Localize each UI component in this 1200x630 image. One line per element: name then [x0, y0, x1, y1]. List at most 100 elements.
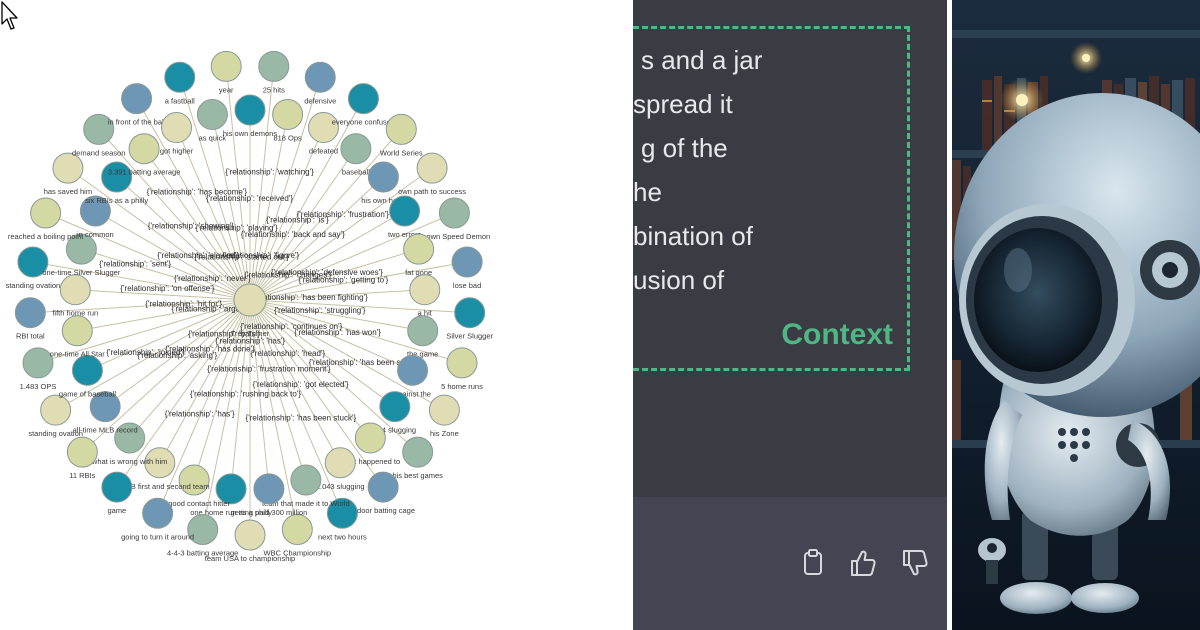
graph-node-label: 1.483 OPS — [20, 382, 57, 391]
graph-node[interactable] — [30, 197, 62, 229]
graph-node[interactable] — [161, 112, 193, 144]
relation-label: {'relationship': 'has been stuck'} — [246, 413, 357, 422]
graph-node[interactable] — [416, 152, 448, 184]
graph-node[interactable] — [144, 447, 176, 479]
graph-edge — [116, 299, 251, 488]
graph-node[interactable] — [210, 50, 242, 82]
graph-node[interactable] — [164, 61, 196, 93]
graph-node[interactable] — [428, 394, 460, 426]
graph-node[interactable] — [142, 497, 174, 529]
graph-node-label: has saved him — [44, 187, 92, 196]
graph-node-label: baseball — [342, 168, 370, 177]
graph-node[interactable] — [101, 161, 133, 193]
graph-edge — [55, 299, 251, 411]
graph-edge — [81, 248, 251, 301]
graph-node[interactable] — [367, 471, 399, 503]
graph-node-label: Silver Slugger — [446, 332, 493, 341]
graph-node[interactable] — [114, 422, 146, 454]
graph-node[interactable] — [83, 113, 115, 145]
graph-node[interactable] — [89, 391, 121, 423]
relation-label: {'relationship': 'has'} — [165, 409, 235, 418]
relation-label: {'relationship': 'joined'} — [106, 348, 184, 357]
graph-node[interactable] — [234, 94, 266, 126]
graph-node[interactable] — [121, 83, 153, 115]
graph-node[interactable] — [101, 471, 133, 503]
graph-node[interactable] — [253, 473, 285, 505]
graph-edge — [249, 261, 468, 301]
graph-edge — [129, 299, 251, 439]
graph-edge — [249, 66, 275, 301]
graph-node-label: one-time All Star — [50, 350, 106, 359]
graph-node[interactable] — [379, 391, 411, 423]
graph-node[interactable] — [234, 519, 266, 551]
graph-node-label: defeated — [309, 147, 338, 156]
graph-node[interactable] — [367, 161, 399, 193]
graph-node[interactable] — [451, 246, 483, 278]
relation-label: {'relationship': 'back and say'} — [241, 230, 345, 239]
graph-node[interactable] — [79, 195, 111, 227]
relation-label: {'relationship': 'slowed'} — [157, 251, 239, 260]
knowledge-graph[interactable]: {'relationship': 'has been fighting'}{'r… — [0, 0, 632, 630]
graph-node[interactable] — [17, 246, 49, 278]
graph-node[interactable] — [59, 274, 91, 306]
graph-node[interactable] — [326, 497, 358, 529]
graph-node[interactable] — [347, 83, 379, 115]
graph-node-label: got higher — [160, 147, 194, 156]
graph-node[interactable] — [354, 422, 386, 454]
knowledge-graph-panel: {'relationship': 'has been fighting'}{'r… — [0, 0, 633, 630]
graph-node-label: his own head — [361, 196, 405, 205]
graph-node-label: six RBIs as a philly — [85, 196, 148, 205]
graph-node[interactable] — [446, 347, 478, 379]
graph-node[interactable] — [258, 50, 290, 82]
graph-node[interactable] — [438, 197, 470, 229]
graph-node[interactable] — [40, 394, 72, 426]
response-line-5: bination of — [633, 221, 753, 251]
graph-edge — [249, 77, 321, 301]
graph-node[interactable] — [389, 195, 421, 227]
graph-node[interactable] — [215, 473, 247, 505]
graph-center-node[interactable] — [233, 283, 267, 317]
graph-edge — [249, 114, 289, 301]
graph-node-label: as quick — [199, 133, 227, 142]
relation-label: {'relationship': 'figure'} — [222, 251, 299, 260]
graph-node[interactable] — [178, 464, 210, 496]
graph-node[interactable] — [304, 61, 336, 93]
thumbs-up-icon[interactable] — [849, 548, 877, 578]
graph-node[interactable] — [385, 113, 417, 145]
copy-icon[interactable] — [799, 548, 827, 578]
graph-node[interactable] — [187, 514, 219, 546]
relation-label: {'relationship': 'showing'} — [148, 221, 234, 230]
graph-node-label: 4-4-3 batting average — [167, 549, 238, 558]
graph-edges — [30, 66, 470, 535]
graph-node-label: 818 Ops — [273, 133, 302, 142]
chat-footer — [633, 497, 947, 630]
graph-node-label: next two hours — [318, 532, 367, 541]
response-line-4: he — [633, 177, 662, 207]
graph-node[interactable] — [454, 297, 486, 329]
graph-edge — [249, 299, 445, 411]
graph-node[interactable] — [397, 354, 429, 386]
graph-node[interactable] — [324, 447, 356, 479]
graph-node[interactable] — [22, 347, 54, 379]
graph-node[interactable] — [52, 152, 84, 184]
relation-label: {'relationship': 'never'} — [174, 274, 251, 283]
graph-node[interactable] — [14, 297, 46, 329]
graph-node[interactable] — [281, 514, 313, 546]
graph-node[interactable] — [196, 98, 228, 130]
graph-node[interactable] — [403, 233, 435, 265]
graph-node[interactable] — [340, 133, 372, 165]
panel-divider — [947, 0, 952, 630]
graph-node[interactable] — [402, 436, 434, 468]
graph-node[interactable] — [65, 233, 97, 265]
graph-node[interactable] — [71, 354, 103, 386]
graph-node[interactable] — [272, 98, 304, 130]
graph-node[interactable] — [307, 112, 339, 144]
graph-node[interactable] — [128, 133, 160, 165]
graph-edge — [157, 299, 251, 514]
graph-node[interactable] — [290, 464, 322, 496]
graph-node[interactable] — [409, 274, 441, 306]
graph-node[interactable] — [61, 315, 93, 347]
graph-node[interactable] — [407, 315, 439, 347]
thumbs-down-icon[interactable] — [901, 548, 929, 578]
graph-node[interactable] — [66, 436, 98, 468]
